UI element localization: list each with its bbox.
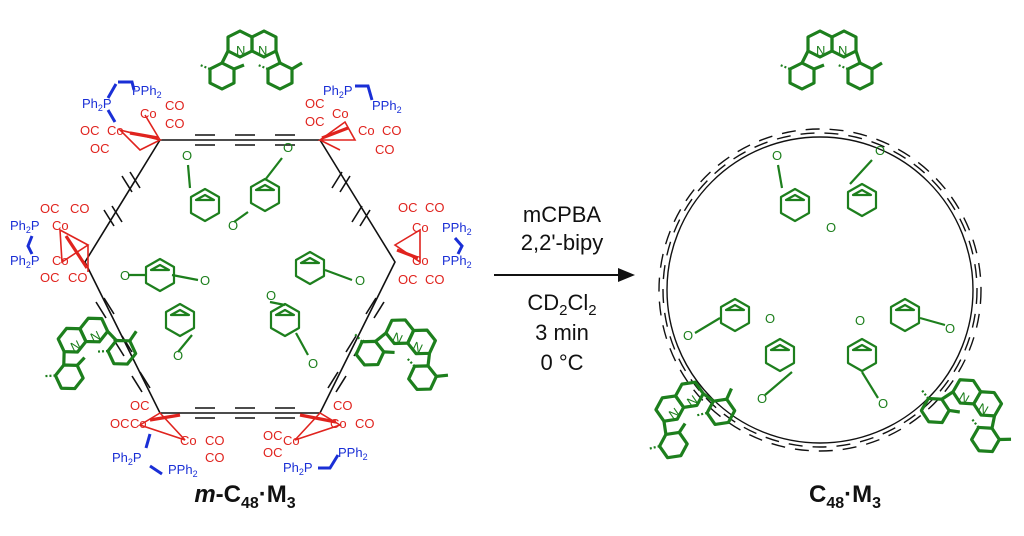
- svg-text:OC: OC: [90, 141, 110, 156]
- svg-text:PPh2: PPh2: [132, 83, 162, 100]
- svg-text:PPh2: PPh2: [442, 253, 472, 270]
- svg-text:O: O: [308, 356, 318, 371]
- svg-text:Co: Co: [358, 123, 375, 138]
- svg-text:Co: Co: [130, 416, 147, 431]
- svg-text:O: O: [683, 328, 693, 343]
- bipy-macrocycle-bottom-left: N N: [28, 300, 149, 400]
- hexagonal-polyyne-ring: [84, 139, 396, 414]
- reaction-time: 3 min: [535, 320, 589, 345]
- svg-text:Co: Co: [330, 416, 347, 431]
- cyclocarbon-ring: [666, 136, 974, 444]
- svg-text:Co: Co: [412, 220, 429, 235]
- svg-text:Co: Co: [52, 218, 69, 233]
- svg-text:Ph2P: Ph2P: [82, 96, 112, 113]
- svg-text:CO: CO: [355, 416, 375, 431]
- svg-text:N: N: [258, 43, 267, 58]
- ether-linkers-product: O O O O O O O O O: [683, 143, 955, 411]
- svg-text:O: O: [878, 396, 888, 411]
- product-structure: N N N N N N O O O O O O O O O: [627, 29, 1024, 512]
- svg-text:CO: CO: [425, 272, 445, 287]
- svg-text:PPh2: PPh2: [168, 462, 198, 479]
- svg-text:CO: CO: [70, 201, 90, 216]
- svg-text:Ph2P: Ph2P: [323, 83, 353, 100]
- svg-text:O: O: [120, 268, 130, 283]
- alkyne-bonds: [95, 134, 385, 419]
- svg-text:Ph2P: Ph2P: [10, 253, 40, 270]
- svg-text:O: O: [283, 140, 293, 155]
- svg-text:O: O: [757, 391, 767, 406]
- svg-text:Ph2P: Ph2P: [112, 450, 142, 467]
- cobalt-cluster-bottom-left: Co Co OC OC CO CO Ph2P PPh2: [110, 398, 225, 479]
- cobalt-cluster-left: Co Co OC CO OC CO Ph2P Ph2P: [10, 201, 90, 285]
- svg-text:OC: OC: [130, 398, 150, 413]
- svg-text:CO: CO: [425, 200, 445, 215]
- reactant-structure: Co Co OC OC CO CO Ph2P PPh2 Co Co OC OC …: [10, 29, 472, 512]
- svg-text:O: O: [772, 148, 782, 163]
- svg-text:O: O: [182, 148, 192, 163]
- svg-text:O: O: [765, 311, 775, 326]
- reaction-temperature: 0 °C: [540, 350, 583, 375]
- svg-text:CO: CO: [205, 450, 225, 465]
- svg-text:O: O: [228, 218, 238, 233]
- svg-text:CO: CO: [375, 142, 395, 157]
- svg-text:O: O: [945, 321, 955, 336]
- svg-text:OC: OC: [40, 201, 60, 216]
- svg-text:CO: CO: [333, 398, 353, 413]
- ether-linkers: O O O O O O O O O: [120, 140, 365, 371]
- svg-text:OC: OC: [305, 114, 325, 129]
- svg-text:OC: OC: [40, 270, 60, 285]
- svg-text:Co: Co: [140, 106, 157, 121]
- svg-text:OC: OC: [110, 416, 130, 431]
- svg-text:Co: Co: [412, 253, 429, 268]
- cobalt-cluster-top-left: Co Co OC OC CO CO Ph2P PPh2: [80, 80, 185, 156]
- svg-text:O: O: [266, 288, 276, 303]
- arrow-head-icon: [618, 268, 635, 282]
- svg-text:OC: OC: [80, 123, 100, 138]
- bipy-macrocycle-top: N N: [198, 29, 304, 91]
- reagent-mcpba: mCPBA: [523, 202, 602, 227]
- solvent: CD2Cl2: [527, 290, 596, 319]
- svg-text:PPh2: PPh2: [372, 98, 402, 115]
- svg-text:OC: OC: [263, 428, 283, 443]
- svg-text:N: N: [838, 43, 847, 58]
- svg-text:Co: Co: [52, 253, 69, 268]
- svg-text:OC: OC: [398, 272, 418, 287]
- svg-text:Co: Co: [283, 433, 300, 448]
- bipy-macrocycle-top-product: N N: [778, 29, 884, 91]
- svg-text:O: O: [826, 220, 836, 235]
- bipy-macrocycle-bottom-right: N N: [342, 301, 464, 401]
- svg-text:OC: OC: [398, 200, 418, 215]
- svg-text:CO: CO: [382, 123, 402, 138]
- bipy-macrocycle-bottom-right-product: N N: [908, 358, 1024, 464]
- svg-text:OC: OC: [305, 96, 325, 111]
- svg-text:O: O: [875, 143, 885, 158]
- reagent-bipy: 2,2'-bipy: [521, 230, 603, 255]
- reactant-label: m-C48·M3: [194, 481, 295, 512]
- svg-text:N: N: [236, 43, 245, 58]
- reaction-conditions: mCPBA 2,2'-bipy CD2Cl2 3 min 0 °C: [494, 202, 635, 375]
- svg-text:Ph2P: Ph2P: [283, 460, 313, 477]
- svg-text:O: O: [355, 273, 365, 288]
- svg-text:CO: CO: [68, 270, 88, 285]
- cobalt-cluster-top-right: Co Co OC OC CO CO Ph2P PPh2: [305, 83, 402, 157]
- svg-text:Co: Co: [107, 123, 124, 138]
- cobalt-cluster-right: Co Co OC CO OC CO PPh2 PPh2: [393, 200, 472, 287]
- cyclocarbon-triple-bonds: [658, 128, 982, 452]
- svg-text:O: O: [200, 273, 210, 288]
- svg-text:O: O: [173, 348, 183, 363]
- svg-text:CO: CO: [165, 116, 185, 131]
- svg-text:Co: Co: [180, 433, 197, 448]
- svg-text:PPh2: PPh2: [442, 220, 472, 237]
- product-label: C48·M3: [809, 481, 881, 512]
- svg-text:CO: CO: [205, 433, 225, 448]
- svg-text:CO: CO: [165, 98, 185, 113]
- svg-text:Co: Co: [332, 106, 349, 121]
- svg-text:O: O: [855, 313, 865, 328]
- cobalt-cluster-bottom-right: Co Co OC OC CO CO Ph2P PPh2: [263, 398, 375, 477]
- svg-text:OC: OC: [263, 445, 283, 460]
- svg-text:PPh2: PPh2: [338, 445, 368, 462]
- bipy-macrocycle-bottom-left-product: N N: [627, 360, 748, 470]
- svg-text:Ph2P: Ph2P: [10, 218, 40, 235]
- svg-text:N: N: [816, 43, 825, 58]
